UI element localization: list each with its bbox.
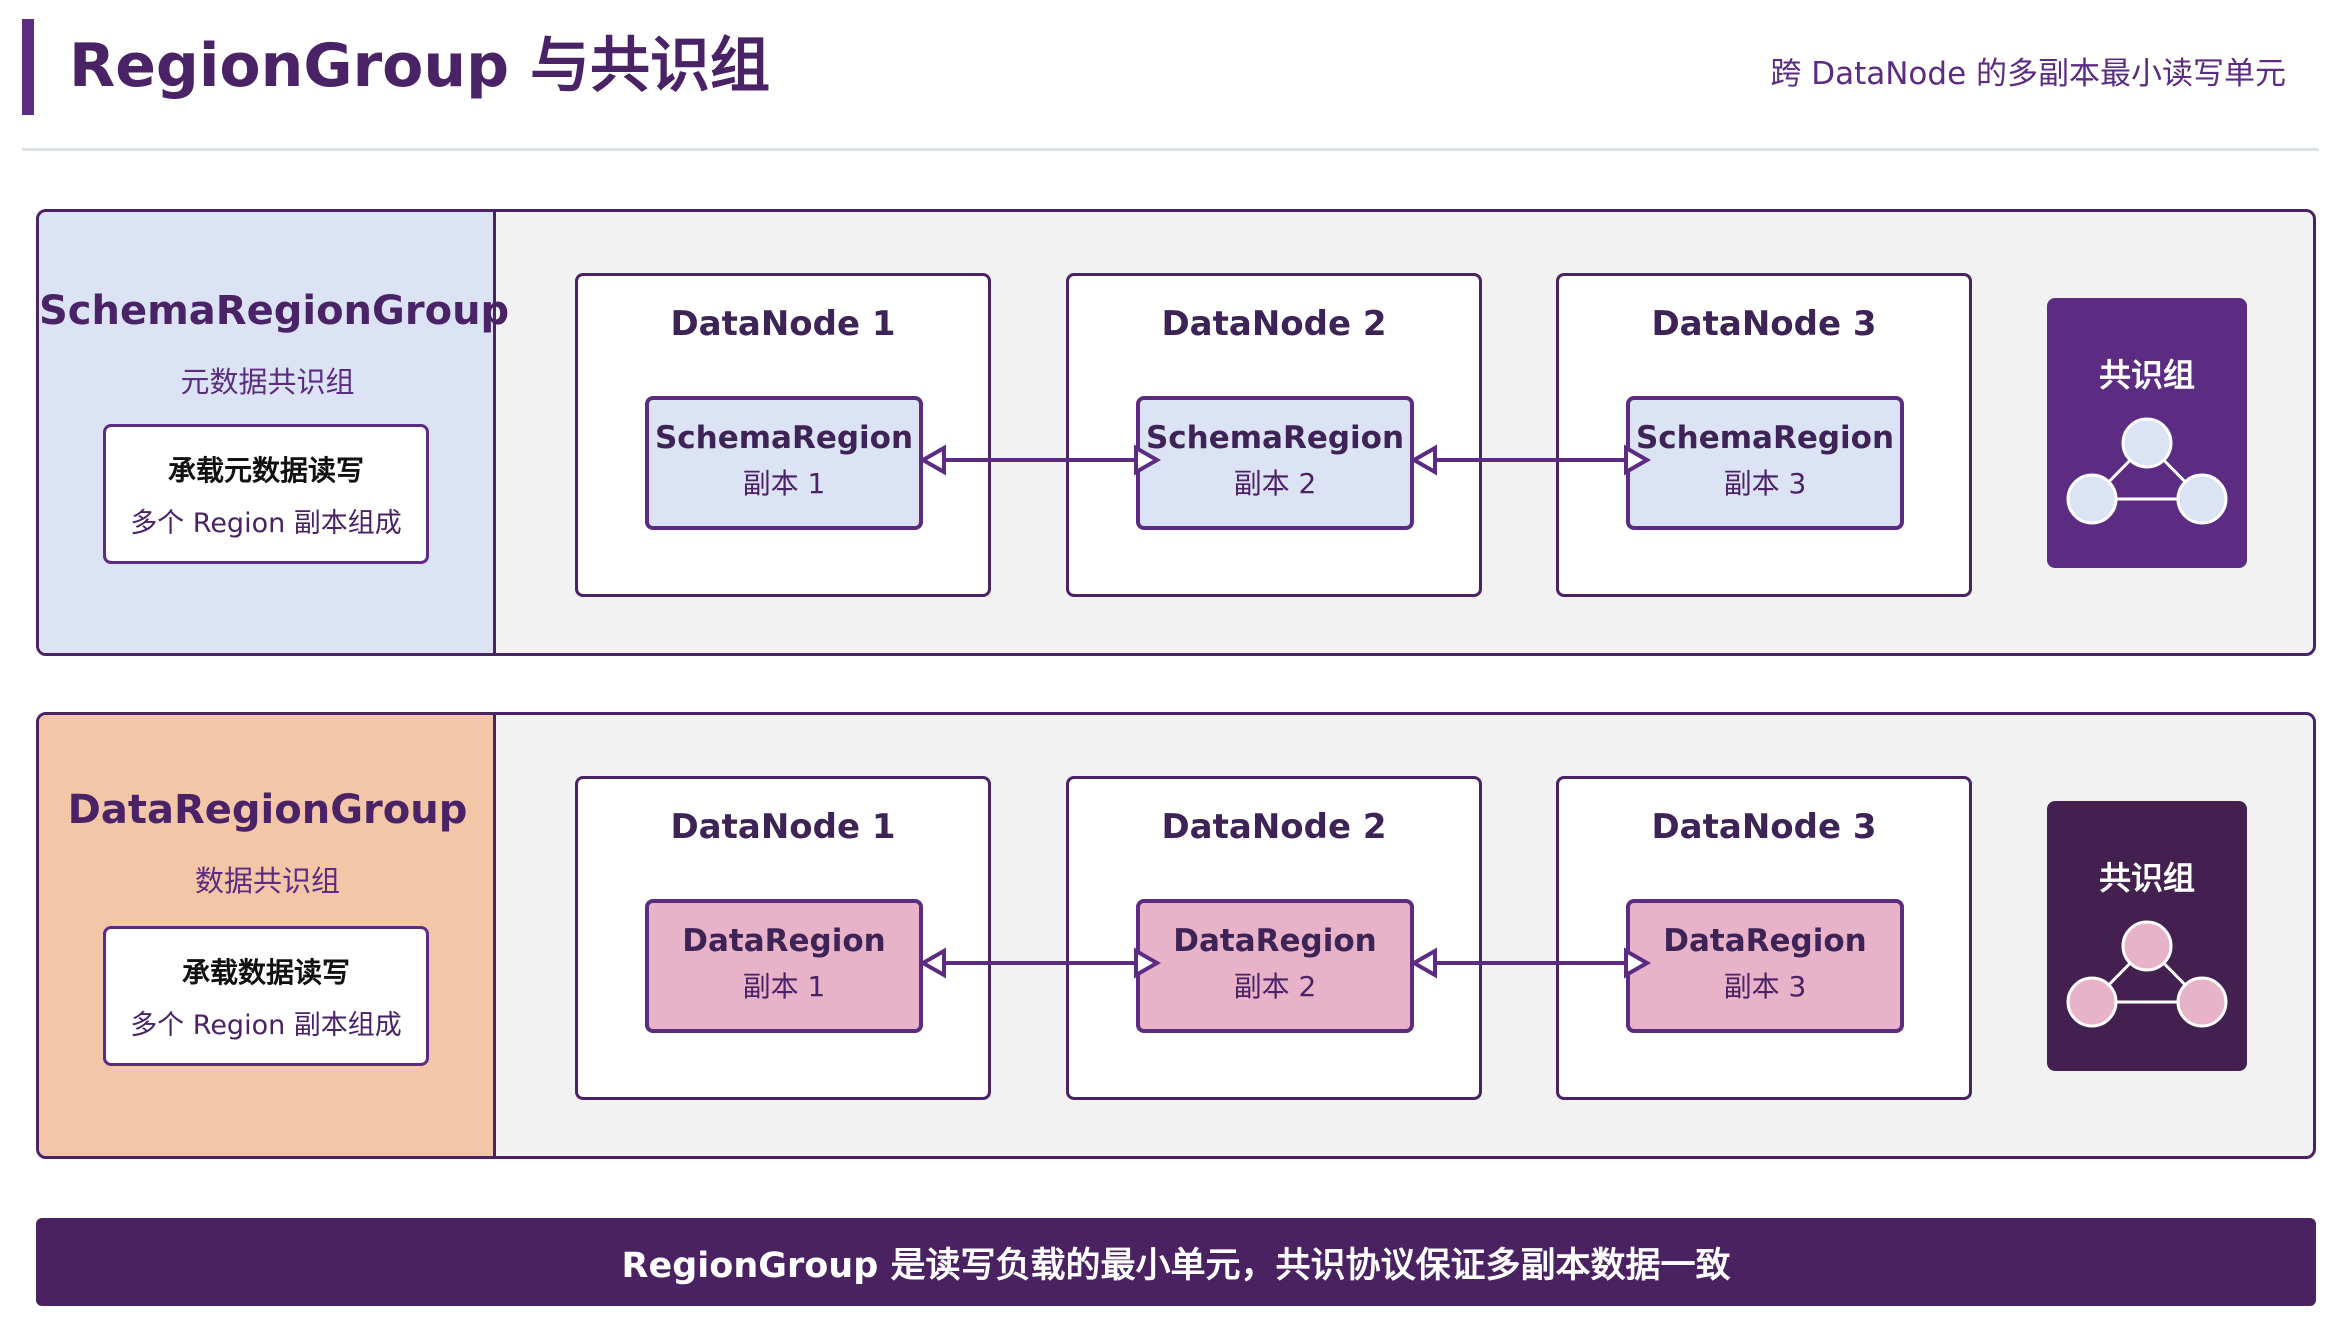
bidirectional-arrow [1409, 947, 1652, 979]
group-description-box: 承载数据读写 多个 Region 副本组成 [103, 926, 429, 1066]
data-region-group-panel: DataRegionGroup 数据共识组 承载数据读写 多个 Region 副… [36, 712, 2316, 1159]
datanode-box: DataNode 1 DataRegion 副本 1 [575, 776, 991, 1100]
bidirectional-arrow [918, 947, 1162, 979]
group-description-title: 承载数据读写 [181, 956, 350, 989]
datanode-box: DataNode 3 DataRegion 副本 3 [1556, 776, 1972, 1100]
datanode-title: DataNode 3 [1651, 807, 1877, 847]
replication-arrows [918, 444, 1652, 476]
datanode-box: DataNode 3 SchemaRegion 副本 3 [1556, 273, 1972, 597]
region-replica-box: DataRegion 副本 2 [1136, 899, 1414, 1033]
region-name: DataRegion [1173, 923, 1377, 959]
replication-arrows [918, 947, 1652, 979]
region-replica-box: DataRegion 副本 3 [1626, 899, 1904, 1033]
page-title: RegionGroup 与共识组 [69, 31, 770, 101]
region-replica-box: SchemaRegion 副本 1 [645, 396, 923, 530]
region-name: SchemaRegion [1145, 420, 1405, 456]
region-replica-box: DataRegion 副本 1 [645, 899, 923, 1033]
replica-label: 副本 1 [742, 467, 826, 500]
group-subtitle: 元数据共识组 [180, 365, 355, 399]
schema-region-group-panel: SchemaRegionGroup 元数据共识组 承载元数据读写 多个 Regi… [36, 209, 2316, 656]
header-accent-bar [22, 19, 34, 115]
group-description-text: 多个 Region 副本组成 [130, 508, 402, 539]
summary-footer-text: RegionGroup 是读写负载的最小单元，共识协议保证多副本数据一致 [621, 1245, 1731, 1286]
group-name: DataRegionGroup [67, 787, 468, 833]
consensus-triangle-icon [2066, 417, 2228, 525]
datanode-title: DataNode 3 [1651, 304, 1877, 344]
consensus-group-card: 共识组 [2047, 298, 2247, 568]
consensus-group-label: 共识组 [2098, 859, 2195, 897]
datanode-title: DataNode 2 [1161, 807, 1387, 847]
replica-label: 副本 3 [1723, 467, 1807, 500]
consensus-triangle-icon [2066, 920, 2228, 1028]
bidirectional-arrow [918, 444, 1162, 476]
bidirectional-arrow [1409, 444, 1652, 476]
datanode-box: DataNode 2 DataRegion 副本 2 [1066, 776, 1482, 1100]
group-description-title: 承载元数据读写 [167, 454, 364, 487]
replica-label: 副本 2 [1233, 970, 1317, 1003]
replica-label: 副本 3 [1723, 970, 1807, 1003]
datanode-title: DataNode 1 [670, 304, 896, 344]
consensus-group-card: 共识组 [2047, 801, 2247, 1071]
datanode-title: DataNode 2 [1161, 304, 1387, 344]
group-subtitle: 数据共识组 [194, 864, 340, 898]
datanode-box: DataNode 2 SchemaRegion 副本 2 [1066, 273, 1482, 597]
region-replica-box: SchemaRegion 副本 2 [1136, 396, 1414, 530]
region-name: SchemaRegion [1635, 420, 1895, 456]
replica-label: 副本 1 [742, 970, 826, 1003]
group-side-panel: DataRegionGroup 数据共识组 承载数据读写 多个 Region 副… [39, 715, 496, 1156]
datanode-box: DataNode 1 SchemaRegion 副本 1 [575, 273, 991, 597]
consensus-group-label: 共识组 [2098, 356, 2195, 394]
replica-label: 副本 2 [1233, 467, 1317, 500]
group-description-text: 多个 Region 副本组成 [130, 1010, 402, 1041]
group-description-box: 承载元数据读写 多个 Region 副本组成 [103, 424, 429, 564]
datanode-title: DataNode 1 [670, 807, 896, 847]
summary-footer-bar: RegionGroup 是读写负载的最小单元，共识协议保证多副本数据一致 [36, 1218, 2316, 1306]
region-name: SchemaRegion [654, 420, 914, 456]
region-name: DataRegion [682, 923, 886, 959]
group-side-panel: SchemaRegionGroup 元数据共识组 承载元数据读写 多个 Regi… [39, 212, 510, 653]
region-name: DataRegion [1663, 923, 1867, 959]
page-subtitle: 跨 DataNode 的多副本最小读写单元 [1770, 56, 2286, 92]
group-name: SchemaRegionGroup [39, 288, 510, 334]
header-divider [22, 148, 2319, 151]
region-replica-box: SchemaRegion 副本 3 [1626, 396, 1904, 530]
